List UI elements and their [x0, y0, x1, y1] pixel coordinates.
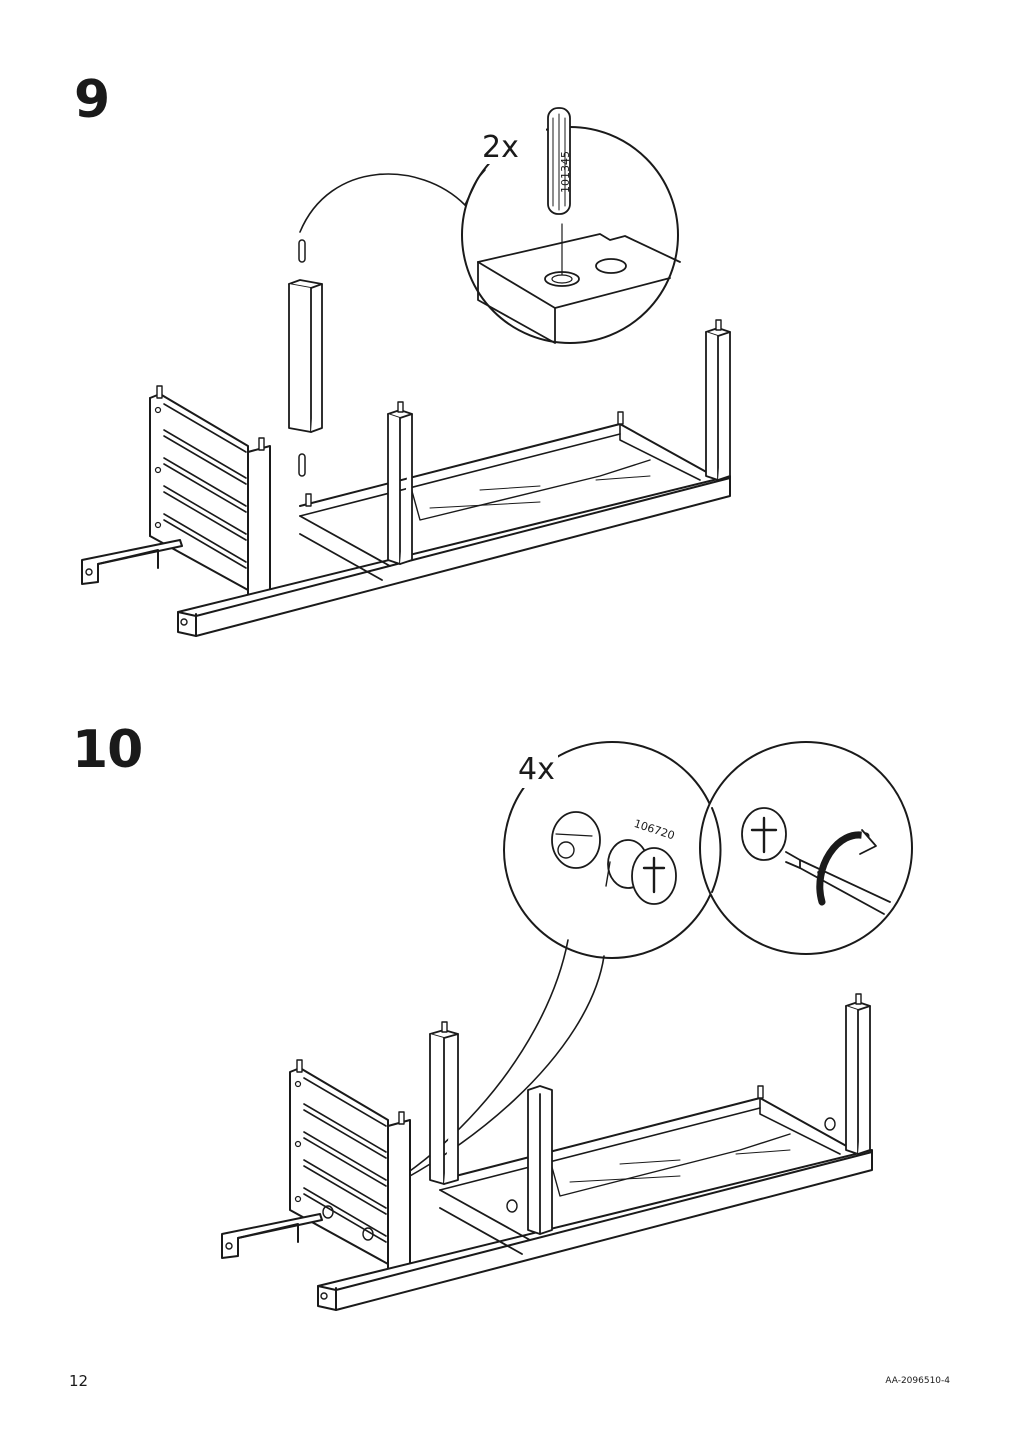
- cam-lock-icon: [605, 839, 677, 905]
- step-9-number: 9: [74, 70, 110, 130]
- cam-hole-detail: [551, 811, 601, 869]
- long-frame: [317, 1097, 873, 1311]
- right-leg: [705, 319, 731, 481]
- document-code: AA-2096510-4: [885, 1376, 950, 1386]
- loose-leg: [288, 279, 323, 433]
- middle-leg: [387, 401, 413, 565]
- slatted-end-frame: [289, 1067, 389, 1265]
- wooden-dowel-icon: [547, 107, 571, 215]
- slatted-end-frame: [149, 393, 249, 591]
- long-frame: [177, 423, 731, 637]
- board-with-holes-detail: [477, 223, 681, 344]
- step-9-illustration: [81, 107, 731, 637]
- step-10-quantity: 4x: [518, 752, 555, 787]
- step-10-illustration: [221, 741, 913, 1311]
- page-number: 12: [69, 1372, 89, 1390]
- step-9-part-number: 101345: [559, 151, 572, 193]
- step-9-quantity: 2x: [482, 130, 519, 165]
- step-10-tool-callout: [699, 741, 913, 955]
- flathead-screwdriver-icon: [741, 807, 891, 915]
- step-10-number: 10: [72, 720, 143, 780]
